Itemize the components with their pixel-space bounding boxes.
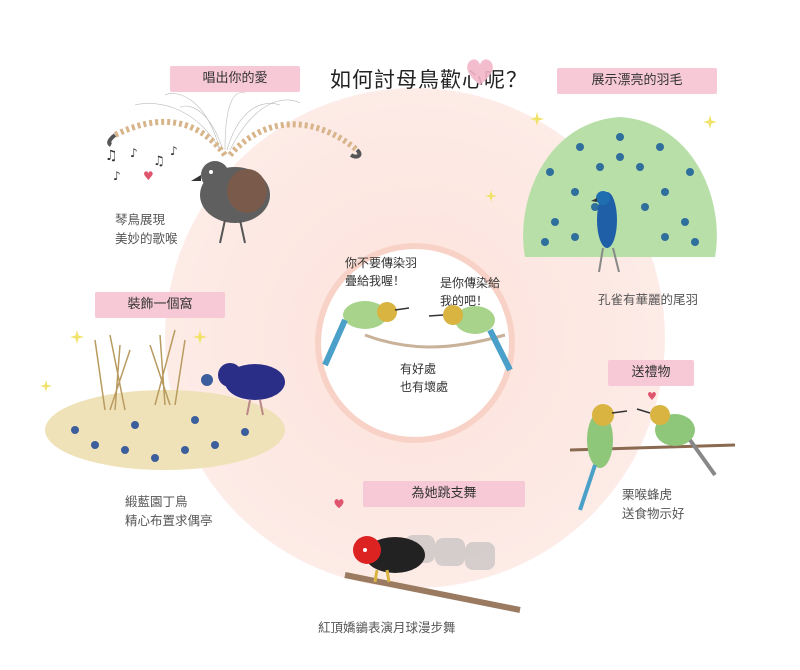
lyrebird-illustration: ♫ ♪ ♫ ♪ ♪ ♥ bbox=[105, 92, 362, 244]
bowerbird-illustration bbox=[45, 329, 285, 470]
bee-eater-pair-illustration bbox=[322, 301, 513, 372]
svg-text:♪: ♪ bbox=[170, 144, 178, 158]
sing-caption: 琴鳥展現 美妙的歌喉 bbox=[115, 212, 178, 246]
sparkle-icon bbox=[530, 112, 544, 126]
sparkle-icon bbox=[193, 330, 207, 344]
gift-caption: 栗喉蜂虎 送食物示好 bbox=[622, 487, 685, 521]
sparkle-icon bbox=[70, 330, 84, 344]
center-right-speech: 是你傳染給 我的吧！ bbox=[440, 276, 501, 308]
sing-label: 唱出你的愛 bbox=[170, 66, 300, 92]
manakin-illustration bbox=[344, 535, 521, 613]
heart-icon bbox=[334, 499, 344, 509]
sparkle-icon bbox=[485, 190, 497, 202]
nest-caption: 緞藍園丁鳥 精心布置求偶亭 bbox=[125, 494, 213, 528]
svg-text:♪: ♪ bbox=[113, 169, 121, 183]
svg-text:♥: ♥ bbox=[143, 169, 154, 183]
center-circle bbox=[315, 243, 515, 443]
feathers-label: 展示漂亮的羽毛 bbox=[557, 68, 717, 94]
page-title: 如何討母鳥歡心呢？ bbox=[330, 68, 528, 92]
svg-text:♥: ♥ bbox=[647, 390, 657, 403]
svg-text:♫: ♫ bbox=[105, 148, 118, 164]
svg-text:♫: ♫ bbox=[153, 154, 165, 169]
feathers-caption: 孔雀有華麗的尾羽 bbox=[598, 292, 699, 307]
gift-label: 送禮物 bbox=[608, 360, 694, 386]
center-bottom-text: 有好處 也有壞處 bbox=[400, 362, 449, 394]
peacock-illustration bbox=[523, 117, 717, 273]
dance-label: 為她跳支舞 bbox=[363, 481, 525, 507]
sparkle-icon bbox=[703, 115, 717, 129]
sparkle-icon bbox=[40, 380, 52, 392]
dance-caption: 紅頂嬌鶲表演月球漫步舞 bbox=[318, 620, 456, 635]
heart-icon bbox=[467, 59, 493, 85]
center-left-speech: 你不要傳染羽 疊給我喔！ bbox=[345, 256, 418, 288]
nest-label: 裝飾一個窩 bbox=[95, 292, 225, 318]
svg-text:♪: ♪ bbox=[130, 146, 138, 160]
bee-eater-illustration: ♥ bbox=[569, 390, 736, 511]
